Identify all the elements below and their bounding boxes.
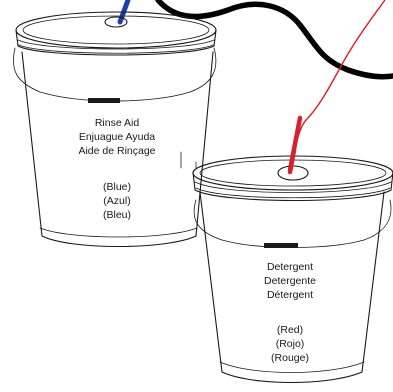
red-tube [290,0,385,170]
detergent-color-es: (Rojo) [276,338,305,350]
detergent-label-en: Detergent [267,261,313,273]
detergent-handle-grip [264,243,298,248]
detergent-label-es: Detergente [264,275,316,287]
detergent-lid-opening [278,166,308,180]
rinse-aid-color-fr: (Bleu) [103,209,131,221]
rinse-aid-lid-opening [105,17,127,27]
rinse-aid-label-es: Enjuague Ayuda [79,131,155,143]
rinse-aid-color-en: (Blue) [103,181,131,193]
detergent-handle [194,200,391,248]
detergent-color-fr: (Rouge) [271,352,309,364]
detergent-label-fr: Détergent [267,289,313,301]
rinse-aid-color-es: (Azul) [103,195,130,207]
detergent-bucket: Detergent Detergente Détergent (Red) (Ro… [193,156,393,383]
rinse-aid-bucket: Rinse Aid Enjuague Ayuda Aide de Rinçage… [13,12,216,247]
red-tube-tip [290,150,294,172]
detergent-color-en: (Red) [277,324,303,336]
rinse-aid-label-fr: Aide de Rinçage [78,145,155,157]
rinse-aid-label-en: Rinse Aid [95,117,140,129]
rinse-aid-handle [13,48,216,101]
rinse-aid-handle-grip [88,98,120,103]
